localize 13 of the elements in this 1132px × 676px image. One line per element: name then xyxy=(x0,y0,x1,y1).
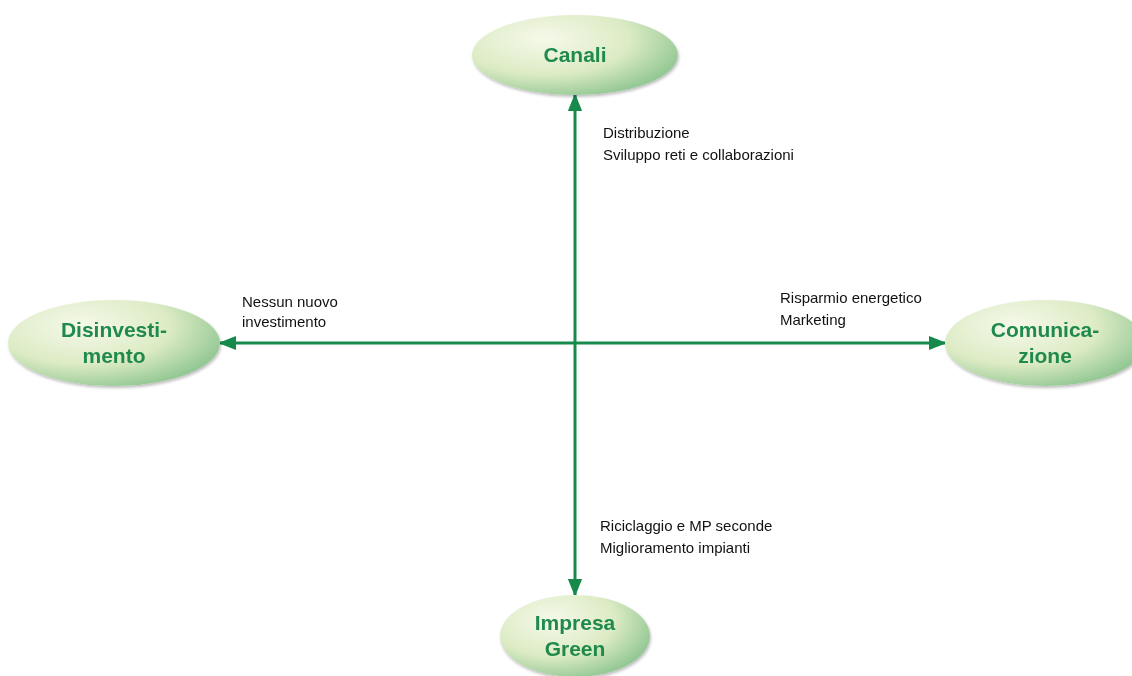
annotation-text: Nessun nuovo investimento xyxy=(242,292,339,332)
annotation-text: Riciclaggio e MP seconde xyxy=(600,516,773,536)
annotation-text: Miglioramento impianti xyxy=(600,538,751,558)
ellipse-node: Comunica-zione xyxy=(945,300,1132,386)
double-arrow xyxy=(218,335,947,351)
annotation-text: Marketing xyxy=(780,310,846,330)
ellipse-node: Canali xyxy=(472,15,678,95)
annotation-text: Sviluppo reti e collaborazioni xyxy=(603,145,794,165)
annotation-text: Risparmio energetico xyxy=(780,288,922,308)
ellipse-node: Disinvesti-mento xyxy=(8,300,220,386)
annotation-text: Distribuzione xyxy=(603,123,690,143)
ellipse-node: Impresa Green xyxy=(500,595,650,676)
double-arrow xyxy=(567,93,583,597)
